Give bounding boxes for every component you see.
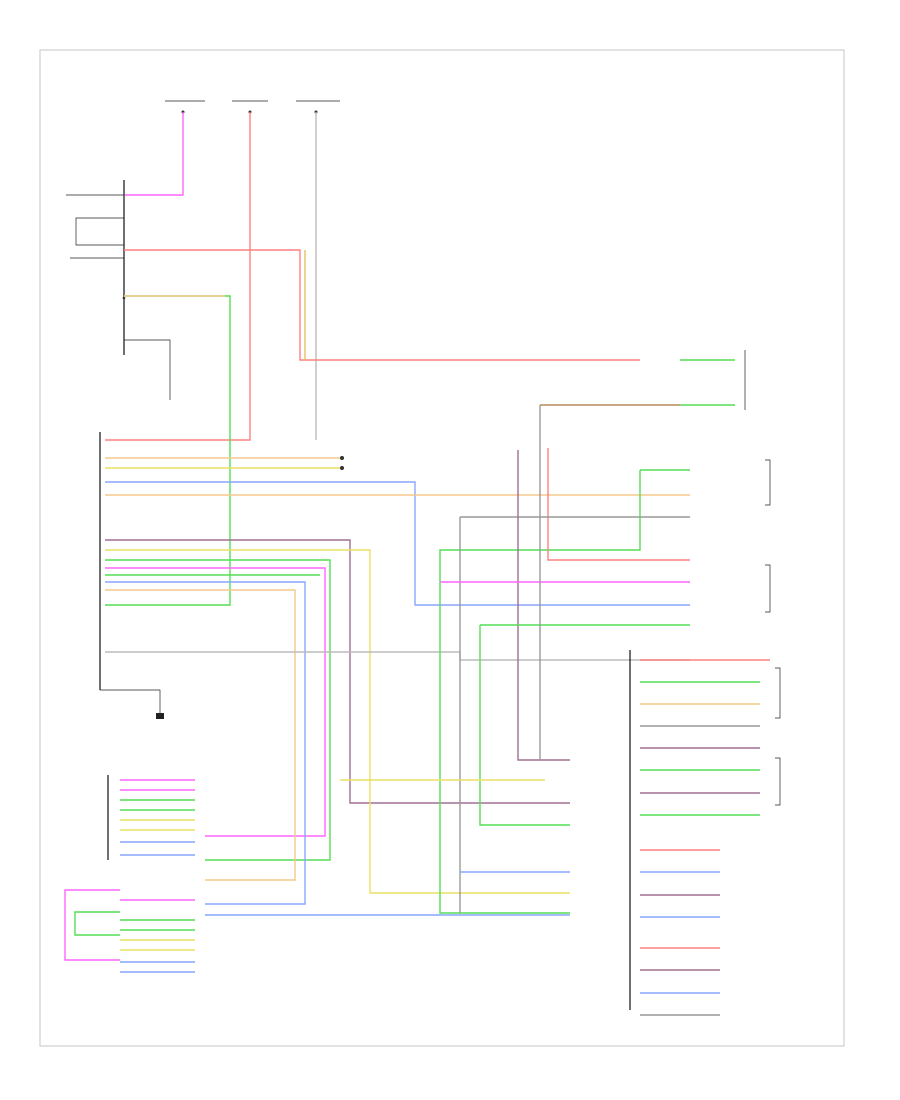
diagram-frame [39,49,845,1047]
ground-icon [156,713,164,719]
harness-upper [105,456,690,606]
connector-icon [340,466,344,470]
speaker-outputs [640,659,770,1016]
speaker-brackets [765,459,781,806]
fuse-block [165,100,340,114]
connector-icon [122,296,126,300]
harness-lower [105,539,690,905]
left-connector-b [64,889,195,973]
left-connector-a [107,775,195,860]
connector-icon [340,456,344,460]
top-wires [105,112,317,441]
right-wires [439,405,690,914]
relay-block [66,180,171,400]
